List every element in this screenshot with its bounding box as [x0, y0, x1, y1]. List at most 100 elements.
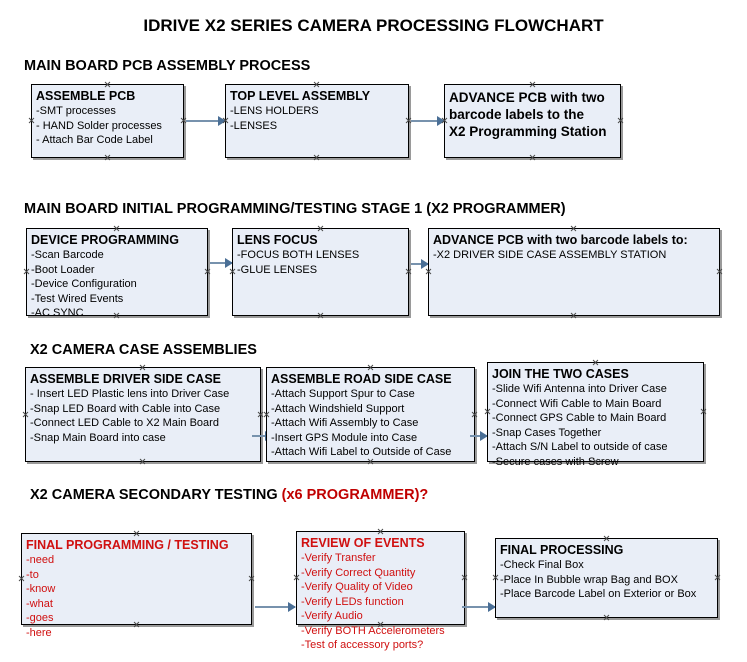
- node-join-the-two-cases[interactable]: JOIN THE TWO CASES -Slide Wifi Antenna i…: [484, 359, 707, 468]
- resize-handle-top[interactable]: [113, 225, 120, 232]
- node-line: -Device Configuration: [31, 278, 137, 290]
- resize-handle-top[interactable]: [377, 528, 384, 535]
- section-title-main-board-initial-programming-testing-stage-1: MAIN BOARD INITIAL PROGRAMMING/TESTING S…: [24, 201, 566, 217]
- node-line: -need: [26, 554, 55, 566]
- node-title: ASSEMBLE PCB: [36, 89, 136, 103]
- resize-handle-top[interactable]: [317, 225, 324, 232]
- node-line: -Verify Quality of Video: [301, 581, 413, 593]
- node-advance-pcb-to-driver-side-case-assembly-station[interactable]: ADVANCE PCB with two barcode labels to: …: [428, 228, 720, 316]
- node-line: - Attach Bar Code Label: [36, 134, 153, 146]
- resize-handle-left[interactable]: [263, 411, 270, 418]
- node-line: -to: [26, 568, 39, 581]
- node-line: -Snap LED Board with Cable into Case: [30, 402, 221, 415]
- resize-handle-bottom[interactable]: [313, 154, 320, 161]
- resize-handle-right[interactable]: [257, 411, 264, 418]
- node-line: -Verify Audio: [301, 610, 363, 622]
- node-final-programming-testing[interactable]: FINAL PROGRAMMING / TESTING -need -to -k…: [18, 530, 255, 639]
- node-line: - Insert LED Plastic lens into Driver Ca…: [30, 388, 230, 400]
- resize-handle-left[interactable]: [229, 268, 236, 275]
- node-line: -LENS HOLDERS: [230, 105, 319, 117]
- node-assemble-driver-side-case[interactable]: ASSEMBLE DRIVER SIDE CASE - Insert LED P…: [25, 367, 261, 462]
- resize-handle-bottom[interactable]: [104, 154, 111, 161]
- resize-handle-left[interactable]: [484, 408, 491, 415]
- node-line: -Attach Wifi Label to Outside of Case: [271, 446, 452, 458]
- node-line: -X2 DRIVER SIDE CASE ASSEMBLY STATION: [433, 249, 667, 261]
- node-line: -Snap Cases Together: [492, 426, 602, 439]
- section-title-x2-camera-case-assemblies: X2 CAMERA CASE ASSEMBLIES: [30, 342, 257, 358]
- resize-handle-bottom[interactable]: [139, 458, 146, 465]
- arrow-head-icon: [218, 116, 226, 126]
- arrow-head-icon: [288, 602, 296, 612]
- resize-handle-left[interactable]: [28, 117, 35, 124]
- node-line: -Scan Barcode: [31, 249, 104, 261]
- resize-handle-right[interactable]: [405, 268, 412, 275]
- conn-assemble-pcb-to-top-level: [186, 116, 226, 126]
- node-line: barcode labels to the: [449, 107, 585, 122]
- node-line: -Secure cases with Screw: [492, 455, 619, 468]
- resize-handle-top[interactable]: [104, 81, 111, 88]
- resize-handle-right[interactable]: [461, 574, 468, 581]
- resize-handle-top[interactable]: [139, 364, 146, 371]
- resize-handle-right[interactable]: [617, 117, 624, 124]
- node-final-processing[interactable]: FINAL PROCESSING -Check Final Box -Place…: [495, 538, 718, 618]
- node-line: -Verify LEDs function: [301, 595, 404, 608]
- node-title: ASSEMBLE DRIVER SIDE CASE: [30, 372, 222, 386]
- arrow-head-icon: [225, 258, 233, 268]
- resize-handle-top[interactable]: [529, 81, 536, 88]
- resize-handle-right[interactable]: [248, 575, 255, 582]
- resize-handle-bottom[interactable]: [529, 154, 536, 161]
- node-line: -Attach S/N Label to outside of case: [492, 441, 668, 453]
- node-review-of-events[interactable]: REVIEW OF EVENTS -Verify Transfer -Verif…: [293, 528, 468, 651]
- resize-handle-left[interactable]: [425, 268, 432, 275]
- resize-handle-top[interactable]: [313, 81, 320, 88]
- resize-handle-right[interactable]: [716, 268, 723, 275]
- resize-handle-left[interactable]: [293, 574, 300, 581]
- resize-handle-right[interactable]: [204, 268, 211, 275]
- conn-review-to-final-processing: [462, 602, 496, 612]
- arrow-head-icon: [421, 259, 429, 269]
- conn-final-programming-to-review: [255, 602, 296, 612]
- node-line: -Insert GPS Module into Case: [271, 431, 418, 444]
- node-title: REVIEW OF EVENTS: [301, 536, 425, 550]
- resize-handle-top[interactable]: [367, 364, 374, 371]
- node-title: FINAL PROGRAMMING / TESTING: [26, 538, 229, 552]
- node-top-level-assembly[interactable]: TOP LEVEL ASSEMBLY -LENS HOLDERS -LENSES: [225, 84, 409, 158]
- conn-lens-focus-to-advance-pcb: [411, 259, 429, 269]
- resize-handle-top[interactable]: [592, 359, 599, 366]
- resize-handle-top[interactable]: [133, 530, 140, 537]
- node-assemble-road-side-case[interactable]: ASSEMBLE ROAD SIDE CASE -Attach Support …: [266, 367, 475, 462]
- resize-handle-bottom[interactable]: [317, 312, 324, 319]
- section-title-text: X2 CAMERA CASE ASSEMBLIES: [30, 342, 257, 358]
- node-device-programming[interactable]: DEVICE PROGRAMMING -Scan Barcode -Boot L…: [23, 225, 211, 319]
- node-title: ASSEMBLE ROAD SIDE CASE: [271, 372, 452, 386]
- resize-handle-left[interactable]: [22, 411, 29, 418]
- node-line-overflow: -Test of accessory ports?: [301, 639, 424, 651]
- conn-road-case-to-join-cases: [470, 431, 488, 441]
- resize-handle-right[interactable]: [471, 411, 478, 418]
- node-line: -Slide Wifi Antenna into Driver Case: [492, 383, 667, 395]
- node-line: -Attach Wifi Assembly to Case: [271, 417, 419, 429]
- node-advance-pcb-to-x2-programming-station[interactable]: ADVANCE PCB with two barcode labels to t…: [444, 84, 621, 158]
- resize-handle-top[interactable]: [603, 535, 610, 542]
- arrow-head-icon: [480, 431, 488, 441]
- node-line: -Verify Correct Quantity: [301, 566, 416, 579]
- resize-handle-left[interactable]: [23, 268, 30, 275]
- resize-handle-right[interactable]: [714, 574, 721, 581]
- resize-handle-bottom[interactable]: [570, 312, 577, 319]
- node-line: -know: [26, 583, 56, 595]
- node-lens-focus[interactable]: LENS FOCUS -FOCUS BOTH LENSES -GLUE LENS…: [232, 228, 409, 316]
- resize-handle-bottom[interactable]: [603, 614, 610, 621]
- node-assemble-pcb[interactable]: ASSEMBLE PCB -SMT processes - HAND Solde…: [31, 84, 184, 158]
- node-line: -Connect Wifi Cable to Main Board: [492, 397, 662, 410]
- resize-handle-left[interactable]: [492, 574, 499, 581]
- conn-device-programming-to-lens-focus: [210, 258, 233, 268]
- node-title: DEVICE PROGRAMMING: [31, 233, 179, 247]
- node-line: -Place In Bubble wrap Bag and BOX: [500, 573, 678, 586]
- node-line: -goes: [26, 612, 54, 624]
- section-title-x2-camera-secondary-testing: X2 CAMERA SECONDARY TESTING (x6 PROGRAMM…: [30, 487, 428, 503]
- node-line: -Connect LED Cable to X2 Main Board: [30, 417, 219, 429]
- resize-handle-left[interactable]: [18, 575, 25, 582]
- resize-handle-top[interactable]: [570, 225, 577, 232]
- resize-handle-right[interactable]: [700, 408, 707, 415]
